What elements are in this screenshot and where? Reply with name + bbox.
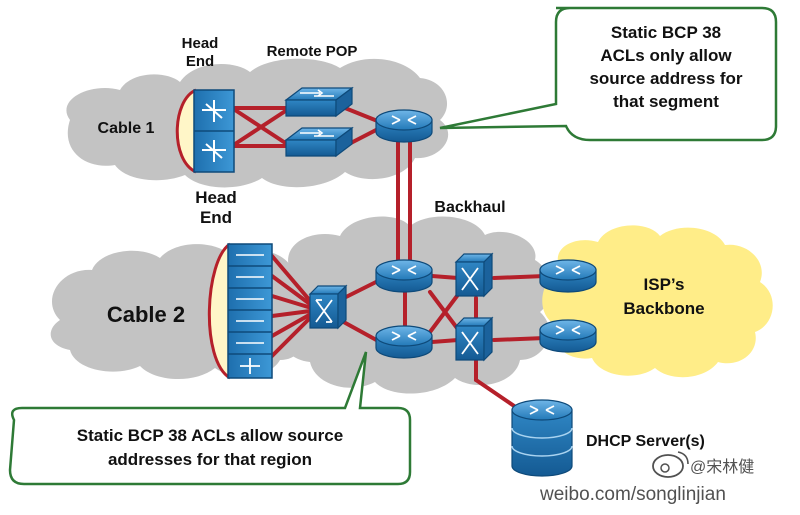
callout-top: Static BCP 38 ACLs only allow source add…: [439, 6, 778, 142]
label-isp-backbone-1: ISP’s: [644, 275, 685, 294]
switch-remote-pop-2: [284, 126, 354, 158]
label-backhaul: Backhaul: [434, 199, 505, 216]
label-dhcp-server: DHCP Server(s): [586, 433, 705, 450]
callout-top-line-1: Static BCP 38: [611, 23, 721, 42]
watermark-url: weibo.com/songlinjian: [539, 484, 726, 505]
switch-remote-pop-1: [284, 86, 354, 118]
watermark-logo-text: @宋林健: [690, 458, 754, 476]
weibo-logo-icon: [652, 451, 689, 478]
label-head-end-mid-1: Head: [195, 188, 237, 207]
cmts-head-end-1: [175, 88, 235, 174]
label-head-end-top-1: Head: [182, 35, 219, 52]
switch-core-right-1: [454, 252, 494, 298]
callout-bottom-line-1: Static BCP 38 ACLs allow source: [77, 426, 343, 445]
cloud-isp-backbone: [542, 225, 773, 378]
callout-bottom: Static BCP 38 ACLs allow source addresse…: [8, 351, 412, 486]
label-head-end-top-2: End: [186, 53, 214, 70]
callout-bottom-line-2: addresses for that region: [108, 450, 312, 469]
switch-core-left: [308, 284, 348, 330]
switch-core-right-2: [454, 316, 494, 362]
callout-top-line-4: that segment: [613, 92, 719, 111]
callout-top-line-2: ACLs only allow: [600, 46, 732, 65]
callout-top-line-3: source address for: [589, 69, 742, 88]
router-core-1: [375, 259, 433, 293]
watermark: @宋林健 weibo.com/songlinjian: [539, 451, 754, 505]
router-remote-pop: [375, 109, 433, 143]
label-head-end-mid-2: End: [200, 208, 232, 227]
label-cable-1: Cable 1: [98, 120, 155, 137]
router-isp-2: [539, 319, 597, 353]
label-remote-pop: Remote POP: [267, 43, 358, 60]
router-isp-1: [539, 259, 597, 293]
dhcp-server: [511, 399, 573, 477]
cmts-head-end-2: [207, 242, 273, 380]
router-core-2: [375, 325, 433, 359]
label-cable-2: Cable 2: [107, 302, 185, 327]
label-isp-backbone-2: Backbone: [623, 299, 704, 318]
